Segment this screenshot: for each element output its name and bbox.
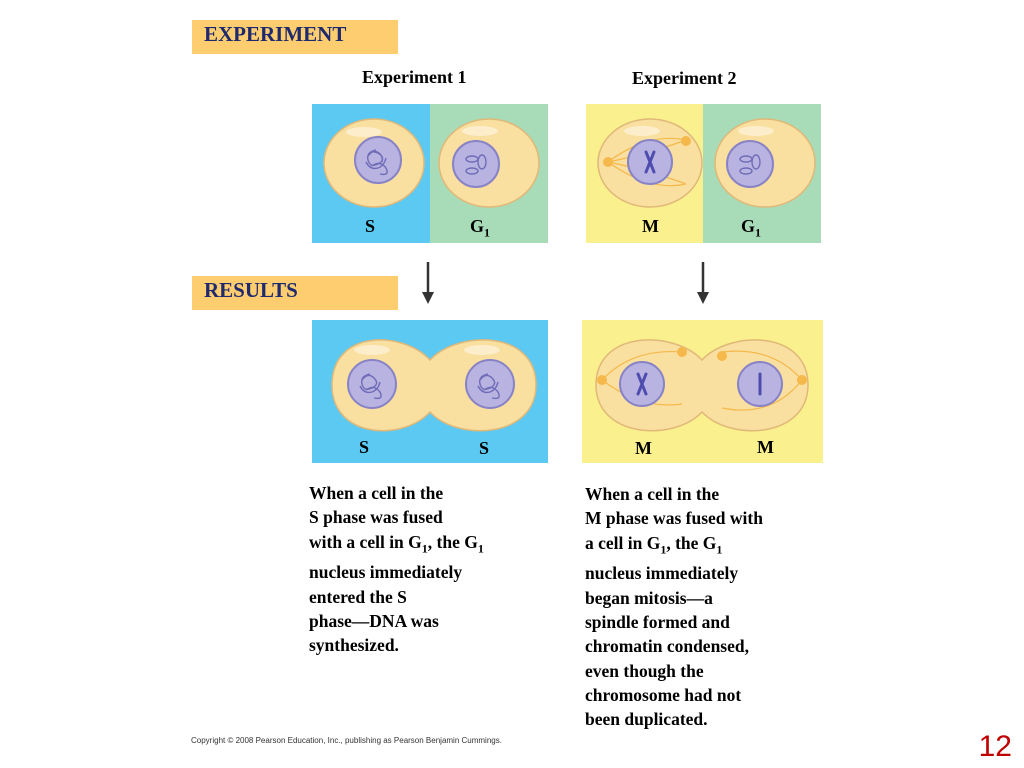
description-line: phase—DNA was (309, 610, 439, 631)
experiment-2-result-label-2: M (757, 437, 774, 457)
description-line: entered the S (309, 586, 407, 607)
g1-phase-nucleus-2 (726, 140, 774, 188)
experiment-1-arrow (422, 262, 434, 304)
centrosome-left (603, 157, 613, 167)
experiment-2-top-label-2: G1 (741, 216, 762, 240)
description-line: even though the (585, 660, 704, 681)
description-line: M phase was fused with (585, 508, 763, 529)
experiment-2-fused-cell (582, 320, 823, 463)
description-line: S phase was fused (309, 507, 443, 528)
experiment-heading: EXPERIMENT (192, 20, 398, 54)
experiment-1-fused-cell (312, 320, 548, 463)
description-line: been duplicated. (585, 709, 708, 730)
experiment-2-title: Experiment 2 (632, 68, 737, 88)
description-line: nucleus immediately (585, 563, 739, 584)
description-line: chromatin condensed, (585, 636, 749, 657)
experiment-1-top-label-1: S (365, 216, 376, 236)
description-line: synthesized. (309, 635, 399, 656)
experiment-2-top-label-1: M (642, 216, 659, 236)
centrosome-right (681, 136, 691, 146)
g1-phase-nucleus (452, 140, 500, 188)
description-line: chromosome had not (585, 684, 742, 705)
description-line: spindle formed and (585, 611, 730, 632)
page-number: 12 (978, 730, 1012, 763)
results-heading: RESULTS (192, 276, 398, 310)
experiment-2-description: When a cell in the M phase was fused with… (585, 482, 763, 731)
fused-nucleus-left (347, 359, 397, 409)
experiment-2-arrow (697, 262, 709, 304)
description-line: nucleus immediately (309, 562, 463, 583)
experiment-1-result-label-2: S (479, 438, 490, 458)
condensed-chromosome (644, 150, 656, 174)
experiment-1-result-label-1: S (359, 437, 370, 457)
experiment-2-unfused-cells (586, 104, 821, 243)
g1-phase-chromatin-2 (739, 154, 761, 175)
copyright-notice: Copyright © 2008 Pearson Education, Inc.… (191, 736, 502, 745)
experiment-1-title: Experiment 1 (362, 67, 467, 87)
description-line: When a cell in the (309, 483, 444, 503)
experiment-1-top-label-2: G1 (470, 216, 491, 240)
s-phase-nucleus (354, 136, 402, 184)
description-line: began mitosis—a (585, 587, 713, 608)
experiment-2-result-label-1: M (635, 438, 652, 458)
fused-nucleus-right (465, 359, 515, 409)
g1-phase-chromatin (465, 154, 487, 175)
s-phase-chromatin (365, 149, 388, 176)
description-line: a cell in G1, the G1 (585, 532, 723, 557)
experiment-1-unfused-cells (312, 104, 548, 243)
experiment-1-description: When a cell in the S phase was fused with … (309, 481, 484, 658)
description-line: with a cell in G1, the G1 (309, 531, 484, 556)
description-line: When a cell in the (585, 484, 720, 504)
